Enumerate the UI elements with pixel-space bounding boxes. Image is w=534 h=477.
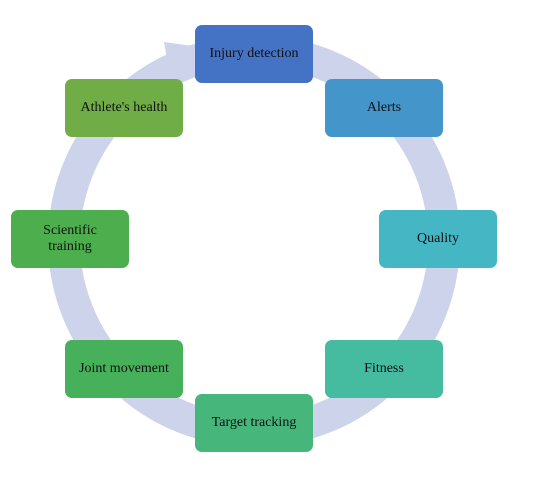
node-label: Alerts <box>366 100 402 115</box>
node-label: Joint movement <box>79 361 169 376</box>
node-label: Target tracking <box>211 415 297 430</box>
node-target-tracking: Target tracking <box>195 394 313 452</box>
node-label: Athlete's health <box>80 100 168 115</box>
node-label: Injury detection <box>209 46 299 61</box>
node-quality: Quality <box>379 210 497 268</box>
node-label: Fitness <box>364 361 404 376</box>
node-scientific-training: Scientific training <box>11 210 129 268</box>
node-label: Scientific training <box>43 223 97 254</box>
node-joint-movement: Joint movement <box>65 340 183 398</box>
node-athletes-health: Athlete's health <box>65 79 183 137</box>
cycle-arrowhead <box>164 42 192 76</box>
node-fitness: Fitness <box>325 340 443 398</box>
node-alerts: Alerts <box>325 79 443 137</box>
node-injury-detection: Injury detection <box>195 25 313 83</box>
node-label: Quality <box>417 231 459 246</box>
